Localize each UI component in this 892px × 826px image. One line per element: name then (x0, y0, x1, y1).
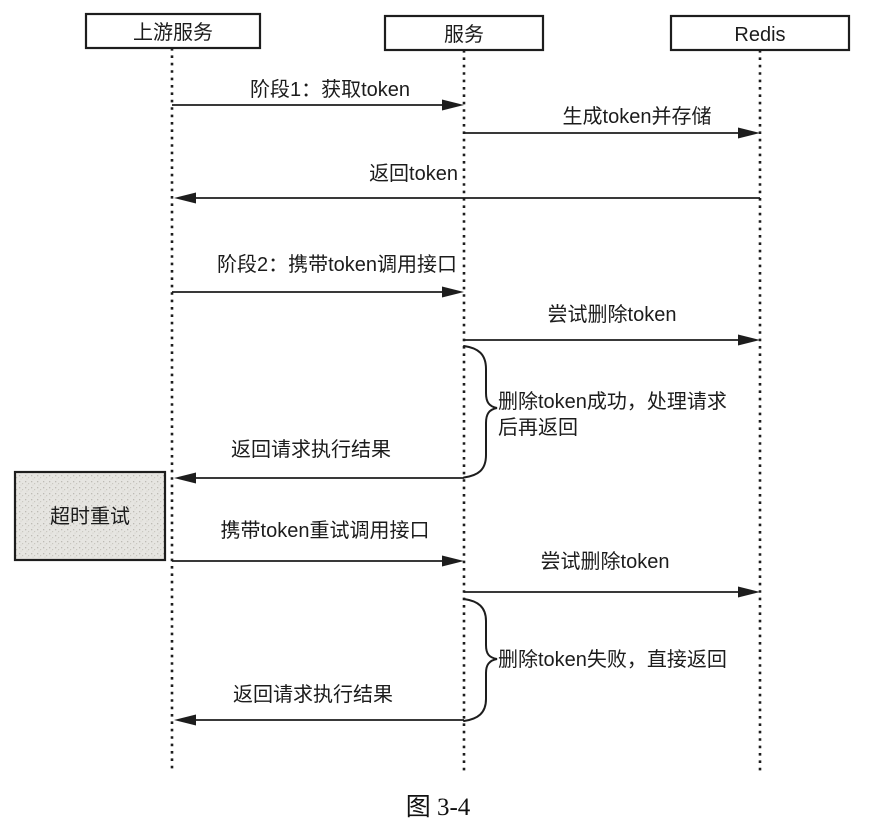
annotation-delete-success-line1: 删除token成功，处理请求 (498, 390, 727, 413)
message-try-delete-1: 尝试删除token (464, 303, 760, 346)
actor-upstream: 上游服务 (84, 12, 262, 771)
note-timeout-retry-box (13, 470, 167, 562)
message-try-delete-2: 尝试删除token (464, 550, 760, 598)
message-return-result-1: 返回请求执行结果 (174, 438, 464, 484)
message-retry-call-label: 携带token重试调用接口 (221, 519, 430, 542)
note-timeout-retry: 超时重试 (13, 470, 167, 562)
actor-service-label: 服务 (444, 23, 484, 46)
arrowhead (442, 286, 464, 298)
message-return-result-2: 返回请求执行结果 (174, 683, 464, 726)
arrowhead (174, 714, 196, 726)
annotation-delete-fail: 删除token失败，直接返回 (463, 598, 727, 722)
brace (463, 598, 498, 722)
arrowhead (738, 586, 760, 598)
message-return-result-1-label: 返回请求执行结果 (231, 438, 391, 461)
message-try-delete-2-label: 尝试删除token (541, 550, 670, 573)
annotation-delete-success: 删除token成功，处理请求 后再返回 (463, 345, 727, 479)
message-phase1-get-token: 阶段1：获取token (172, 78, 464, 111)
actor-redis-box (669, 14, 851, 52)
actor-redis-label: Redis (734, 24, 785, 46)
annotation-delete-fail-label: 删除token失败，直接返回 (498, 648, 727, 671)
figure-caption: 图 3-4 (406, 794, 471, 821)
message-return-result-2-label: 返回请求执行结果 (233, 683, 393, 706)
message-generate-label: 生成token并存储 (563, 105, 712, 128)
actor-service-box (383, 14, 545, 52)
message-phase1-label: 阶段1：获取token (250, 78, 410, 101)
actor-redis: Redis (669, 14, 851, 772)
note-timeout-retry-label: 超时重试 (50, 505, 130, 528)
annotation-delete-success-line2: 后再返回 (498, 416, 578, 439)
arrowhead (738, 334, 760, 346)
message-return-token-label: 返回token (369, 162, 458, 185)
message-generate-store-token: 生成token并存储 (464, 105, 760, 139)
brace (463, 345, 498, 479)
message-phase2-label: 阶段2：携带token调用接口 (217, 253, 457, 276)
arrowhead (442, 99, 464, 111)
message-try-delete-1-label: 尝试删除token (548, 303, 677, 326)
arrowhead (442, 555, 464, 567)
actor-service: 服务 (383, 14, 545, 771)
arrowhead (738, 127, 760, 139)
actor-upstream-label: 上游服务 (133, 21, 213, 44)
message-return-token: 返回token (174, 162, 760, 204)
message-phase2-call: 阶段2：携带token调用接口 (172, 253, 464, 298)
arrowhead (174, 472, 196, 484)
message-retry-call: 携带token重试调用接口 (172, 519, 464, 567)
arrowhead (174, 192, 196, 204)
